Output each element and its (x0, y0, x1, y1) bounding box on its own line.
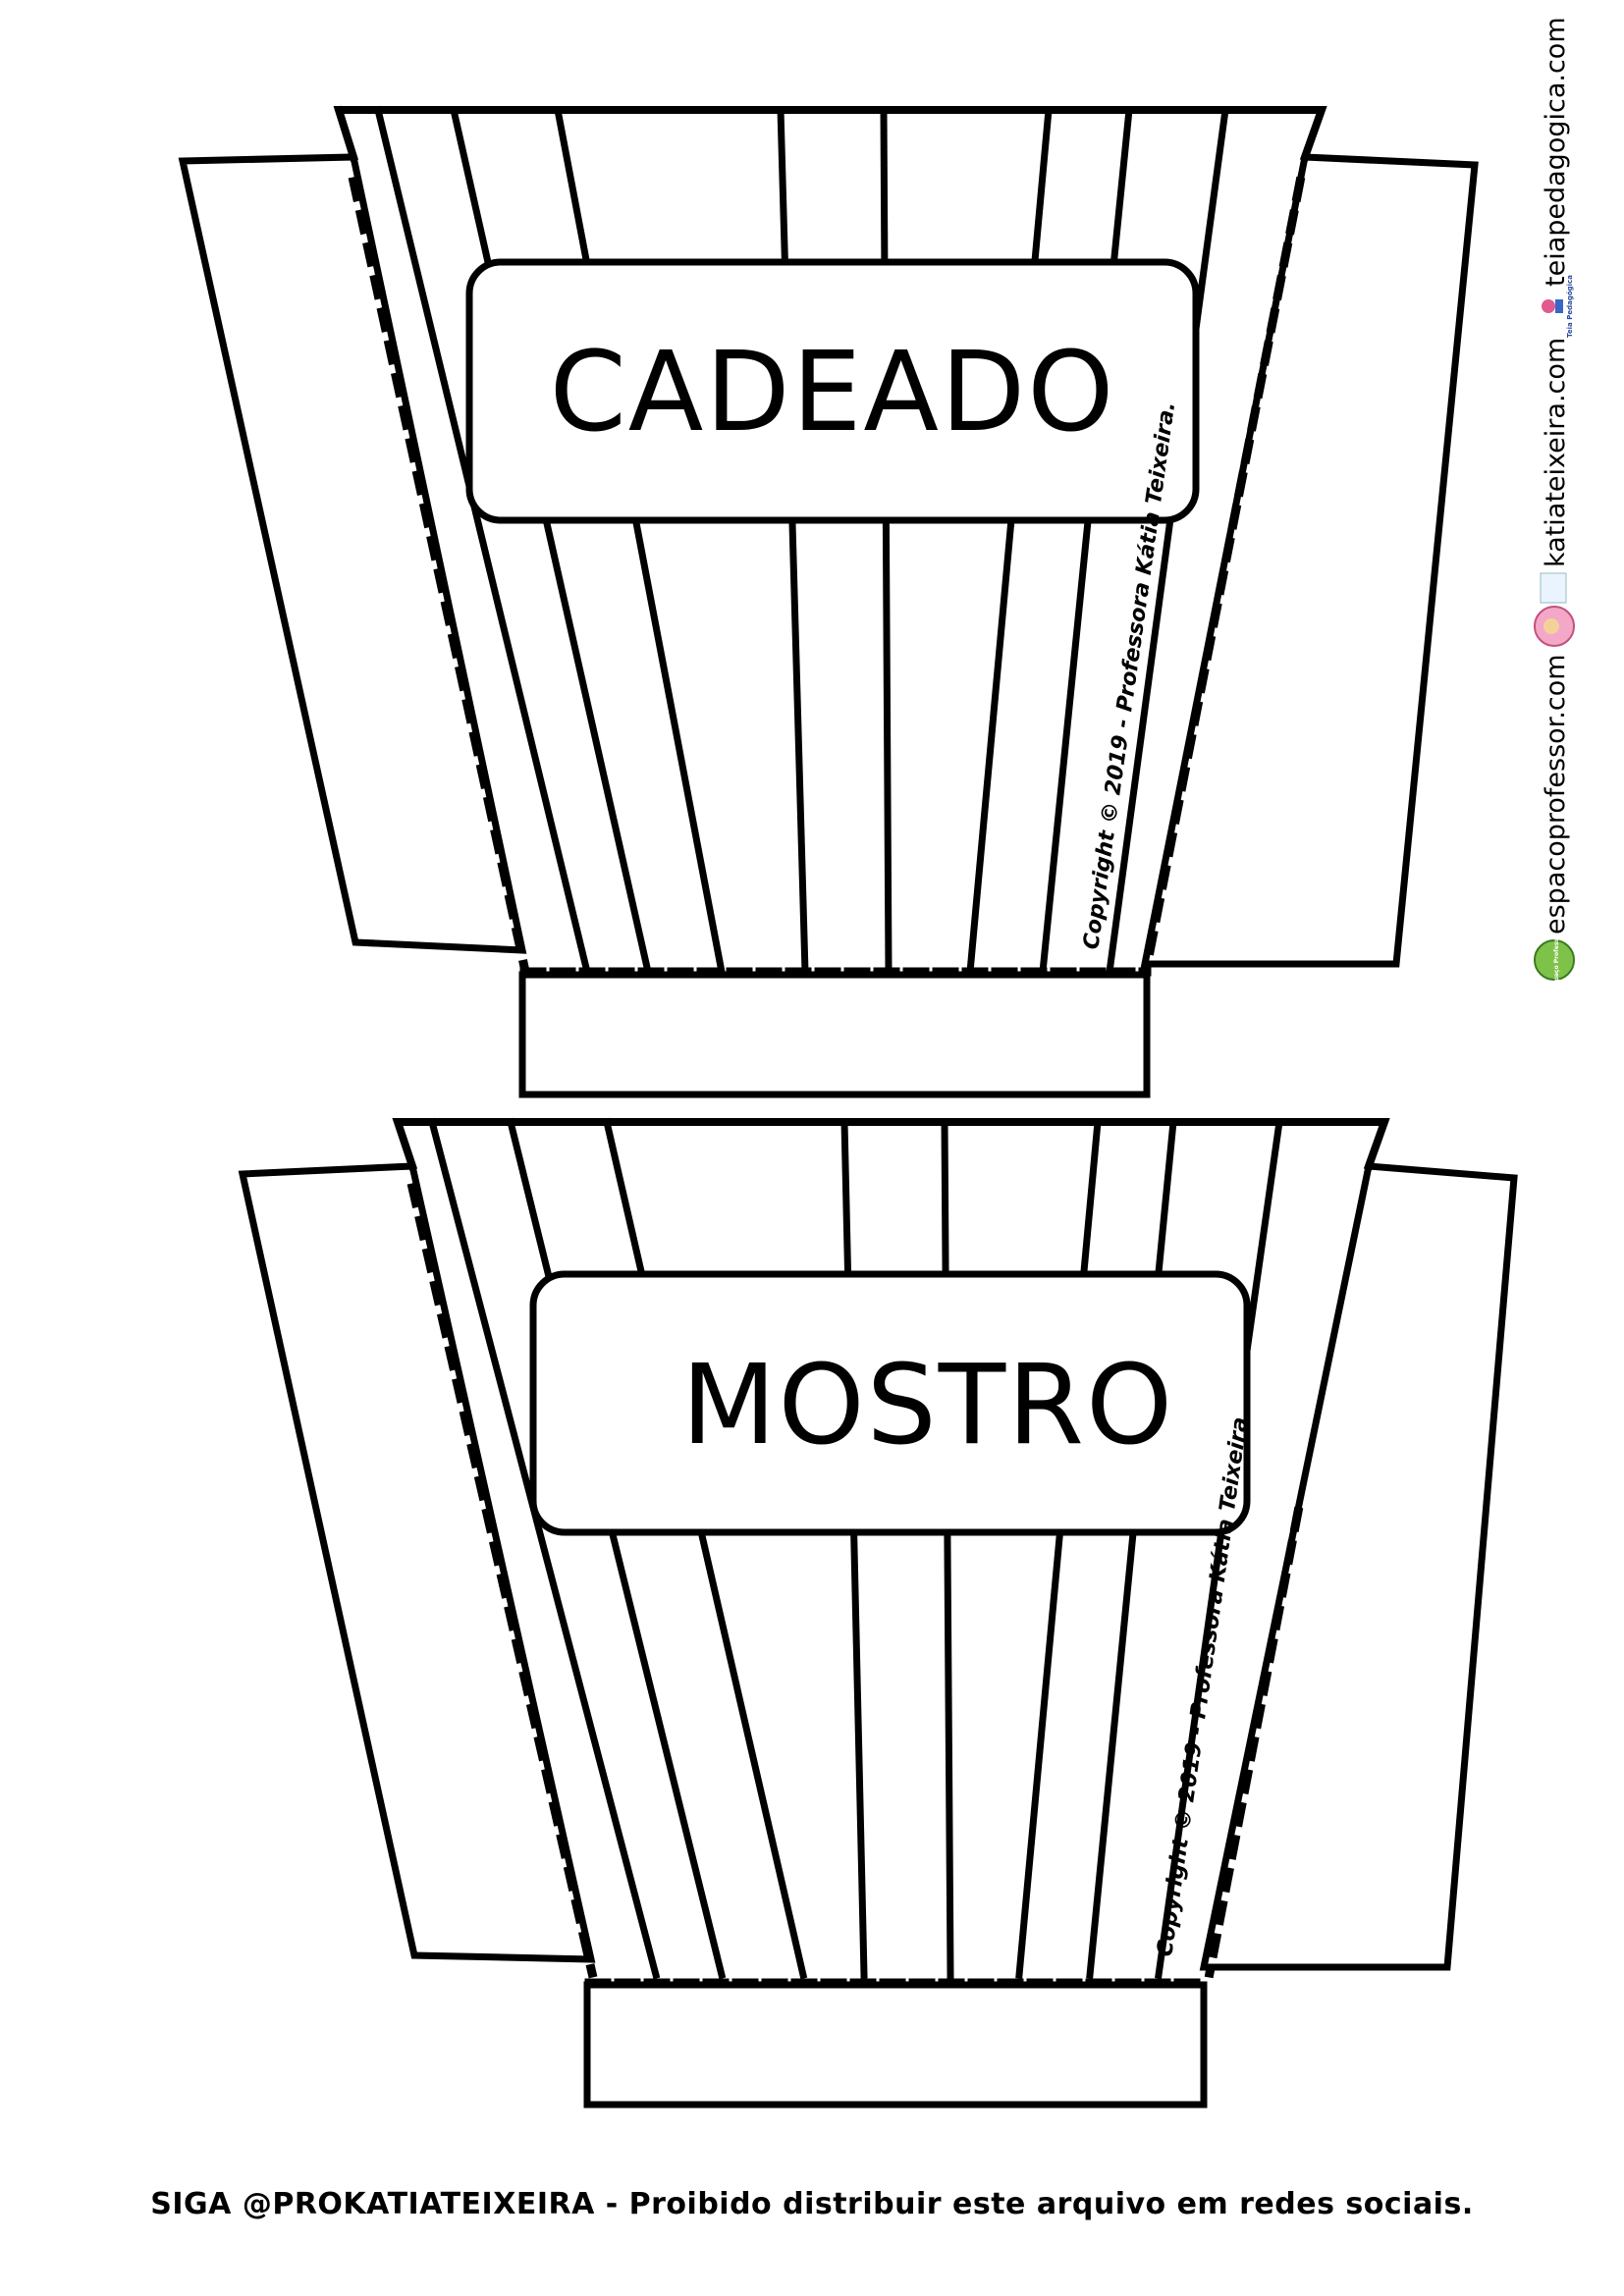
site-credits: Espaço Professor espacoprofessor.com kat… (1534, 17, 1575, 988)
teia-pedagogica-logo-icon (1542, 299, 1563, 313)
site-teiapedagogica: teiapedagogica.com (1541, 17, 1571, 287)
template-word-1: CADEADO (550, 329, 1116, 456)
site-katiateixeira: katiateixeira.com (1541, 338, 1571, 567)
body-outline-2 (392, 1118, 1390, 1172)
bottom-tab-1 (518, 971, 1151, 1098)
espaco-professor-logo-icon (1534, 939, 1575, 981)
left-flap-2 (238, 1162, 596, 1963)
dash-right-1 (1141, 176, 1306, 973)
bottom-tab-2 (583, 1981, 1208, 2109)
footer-notice: SIGA @PROKATIATEIXEIRA - Proibido distri… (150, 2187, 1474, 2221)
pleat-lines-1 (373, 105, 1229, 977)
template-1 (178, 105, 1479, 1098)
label-box-1 (465, 258, 1200, 524)
teia-badge-text: Teia Pedagógica (1566, 275, 1574, 338)
label-box-2 (529, 1270, 1251, 1536)
template-2 (238, 1117, 1518, 2109)
pleat-lines-2 (427, 1117, 1283, 1980)
dash-left-1 (348, 176, 530, 973)
right-flap-2 (1199, 1162, 1518, 1971)
site-espacoprofessor: espacoprofessor.com (1541, 654, 1571, 934)
body-outline-1 (333, 106, 1327, 163)
template-word-2: MOSTRO (681, 1342, 1174, 1469)
espaco-badge-text: Espaço Professor (1553, 932, 1560, 988)
dash-left-2 (406, 1182, 598, 1979)
right-flap-1 (1140, 153, 1479, 968)
dash-right-2 (1204, 1506, 1304, 1979)
